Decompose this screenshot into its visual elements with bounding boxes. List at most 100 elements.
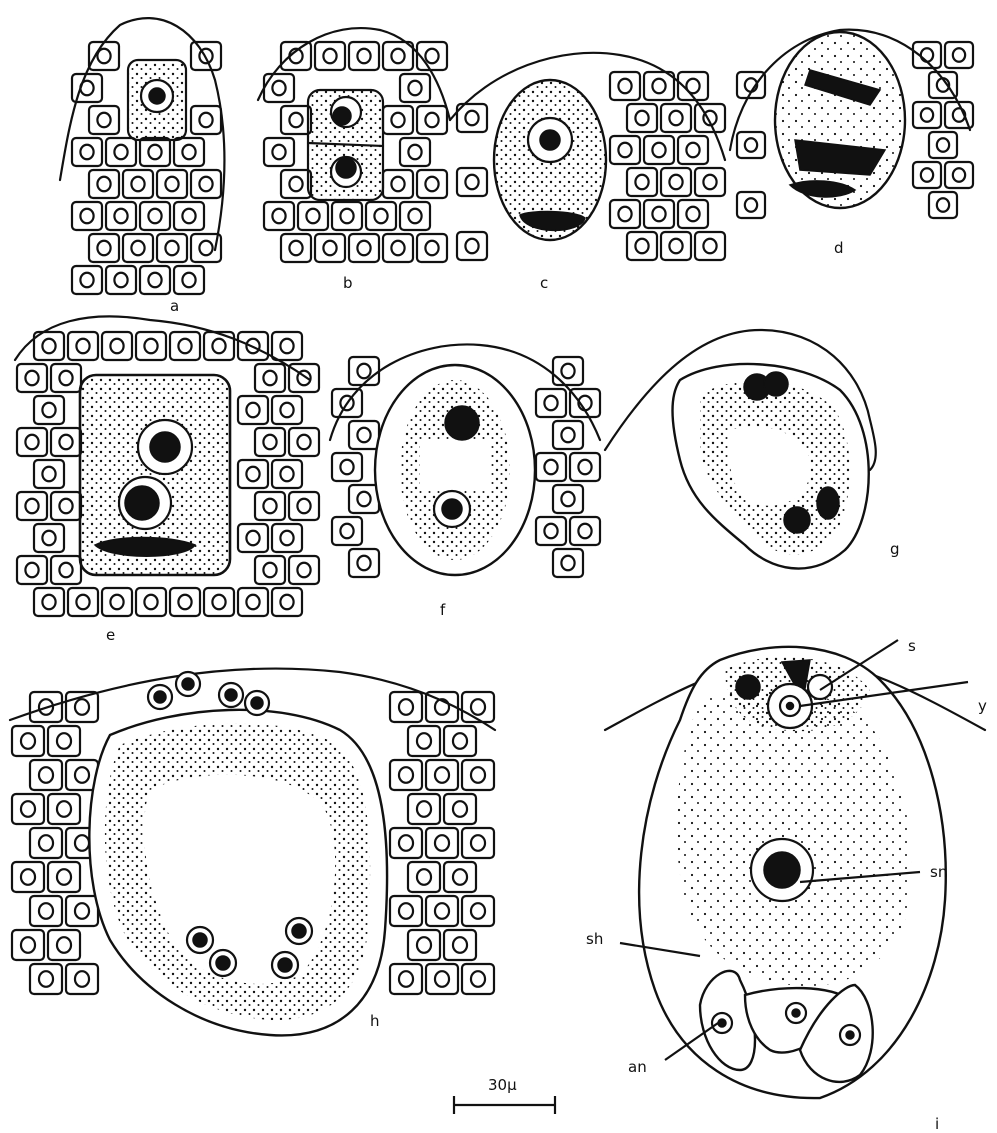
tissue-cell <box>462 828 494 858</box>
tissue-cell <box>157 170 187 198</box>
tissue-nucleus <box>21 801 35 817</box>
tissue-nucleus <box>59 563 72 578</box>
tissue-nucleus <box>280 467 293 482</box>
tissue-nucleus <box>425 49 438 64</box>
tissue-nucleus <box>703 175 716 190</box>
tissue-nucleus <box>435 903 449 919</box>
tissue-nucleus <box>182 145 195 160</box>
tissue-nucleus <box>652 79 665 94</box>
tissue-cell <box>400 202 430 230</box>
tissue-cell <box>913 42 941 68</box>
tissue-cell <box>349 485 379 513</box>
tissue-cell <box>298 202 328 230</box>
tissue-nucleus <box>148 145 161 160</box>
tissue-cell <box>627 168 657 196</box>
panel-b <box>258 28 450 200</box>
tissue-cell <box>945 42 973 68</box>
panel-c <box>450 53 725 240</box>
tissue-nucleus <box>465 111 478 126</box>
tissue-nucleus <box>669 175 682 190</box>
tissue-nucleus <box>263 435 276 450</box>
tissue-nucleus <box>435 971 449 987</box>
tissue-cell <box>157 234 187 262</box>
tissue-nucleus <box>148 273 161 288</box>
tissue-cell <box>417 106 447 134</box>
tissue-cell <box>661 168 691 196</box>
tissue-nucleus <box>39 767 53 783</box>
tissue-cell <box>315 42 345 70</box>
tissue-cell <box>255 492 285 520</box>
tissue-cell <box>627 104 657 132</box>
tissue-cell <box>332 517 362 545</box>
tissue-nucleus <box>618 143 631 158</box>
tissue-nucleus <box>453 937 467 953</box>
tissue-nucleus <box>578 460 591 475</box>
tissue-cell <box>34 460 64 488</box>
tissue-cell <box>913 162 941 188</box>
tissue-cell <box>332 202 362 230</box>
tissue-cell <box>610 136 640 164</box>
tissue-cell <box>34 588 64 616</box>
tissue-nucleus <box>178 595 191 610</box>
tissue-cell <box>174 138 204 166</box>
tissue-nucleus <box>652 207 665 222</box>
annotation-y: y <box>978 697 987 715</box>
panel-label-h: h <box>370 1012 380 1030</box>
tissue-cell <box>17 492 47 520</box>
tissue-nucleus <box>80 145 93 160</box>
tissue-cell <box>644 72 674 100</box>
tissue-cell <box>174 266 204 294</box>
tissue-cell <box>408 794 440 824</box>
tissue-cell <box>383 42 413 70</box>
tissue-cell <box>661 104 691 132</box>
tissue-cell <box>383 170 413 198</box>
tissue-cell <box>48 930 80 960</box>
tissue-nucleus <box>669 111 682 126</box>
tissue-cell <box>30 760 62 790</box>
tissue-nucleus <box>652 143 665 158</box>
tissue-cell <box>383 106 413 134</box>
tissue-nucleus <box>453 801 467 817</box>
tissue-cell <box>48 862 80 892</box>
tissue-cell <box>349 234 379 262</box>
tissue-cell <box>536 389 566 417</box>
tissue-nucleus <box>25 435 38 450</box>
tissue-cell <box>89 170 119 198</box>
tissue-cell <box>106 202 136 230</box>
tissue-cell <box>390 692 422 722</box>
tissue-cell <box>106 266 136 294</box>
tissue-nucleus <box>471 903 485 919</box>
tissue-nucleus <box>289 241 302 256</box>
tissue-cell <box>289 492 319 520</box>
tissue-nucleus <box>42 339 55 354</box>
panel-label-i: i <box>935 1115 939 1133</box>
tissue-cell <box>272 524 302 552</box>
tissue-cell <box>536 453 566 481</box>
tissue-nucleus <box>76 595 89 610</box>
annotation-an: an <box>628 1058 647 1076</box>
tissue-cell <box>570 453 600 481</box>
tissue-nucleus <box>59 371 72 386</box>
tissue-cell <box>570 389 600 417</box>
tissue-nucleus <box>199 113 212 128</box>
tissue-nucleus <box>80 273 93 288</box>
tissue-nucleus <box>399 767 413 783</box>
tissue-nucleus <box>59 499 72 514</box>
tissue-nucleus <box>165 241 178 256</box>
tissue-cell <box>136 588 166 616</box>
tissue-cell <box>174 202 204 230</box>
tissue-cell <box>30 828 62 858</box>
tissue-cell <box>281 42 311 70</box>
tissue-cell <box>51 428 81 456</box>
tissue-nucleus <box>408 81 421 96</box>
tissue-nucleus <box>323 49 336 64</box>
tissue-nucleus <box>399 835 413 851</box>
tissue-cell <box>123 234 153 262</box>
panel-f <box>330 344 600 575</box>
tissue-cell <box>737 132 765 158</box>
tissue-nucleus <box>435 835 449 851</box>
tissue-nucleus <box>703 239 716 254</box>
tissue-nucleus <box>280 339 293 354</box>
tissue-cell <box>417 170 447 198</box>
tissue-cell <box>102 332 132 360</box>
